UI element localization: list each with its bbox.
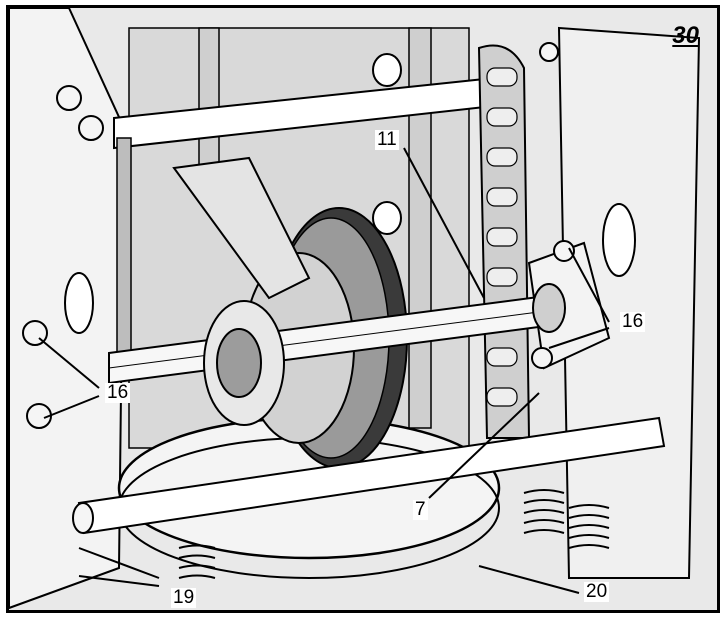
- hole: [372, 201, 402, 235]
- callout-19: 19: [171, 587, 197, 608]
- bolt: [531, 347, 553, 369]
- hole: [602, 203, 636, 277]
- callout-16-right: 16: [620, 311, 646, 332]
- shaft-edge: [108, 307, 570, 369]
- hole: [372, 53, 402, 87]
- bracket-arm: [172, 156, 311, 300]
- bolt: [56, 85, 82, 111]
- drive-chain-left: [116, 137, 132, 359]
- callout-11: 11: [375, 129, 399, 150]
- bolt: [539, 42, 559, 62]
- vertical-rod-left: [198, 27, 220, 169]
- callout-16-left: 16: [105, 382, 131, 403]
- bearing: [216, 328, 262, 398]
- rod-end: [72, 502, 94, 534]
- callout-7: 7: [413, 499, 428, 520]
- chain-links: [486, 67, 518, 407]
- flange-bearing-center: [532, 283, 566, 333]
- figure-frame: 30 11 16 16 7 19 20: [6, 5, 720, 613]
- bolt: [78, 115, 104, 141]
- leader-lines: [38, 147, 610, 594]
- hole: [64, 272, 94, 334]
- springs: [178, 489, 610, 579]
- mechanical-illustration: [9, 8, 717, 610]
- figure-number: 30: [672, 22, 699, 49]
- callout-20: 20: [584, 581, 610, 602]
- bolt: [553, 240, 575, 262]
